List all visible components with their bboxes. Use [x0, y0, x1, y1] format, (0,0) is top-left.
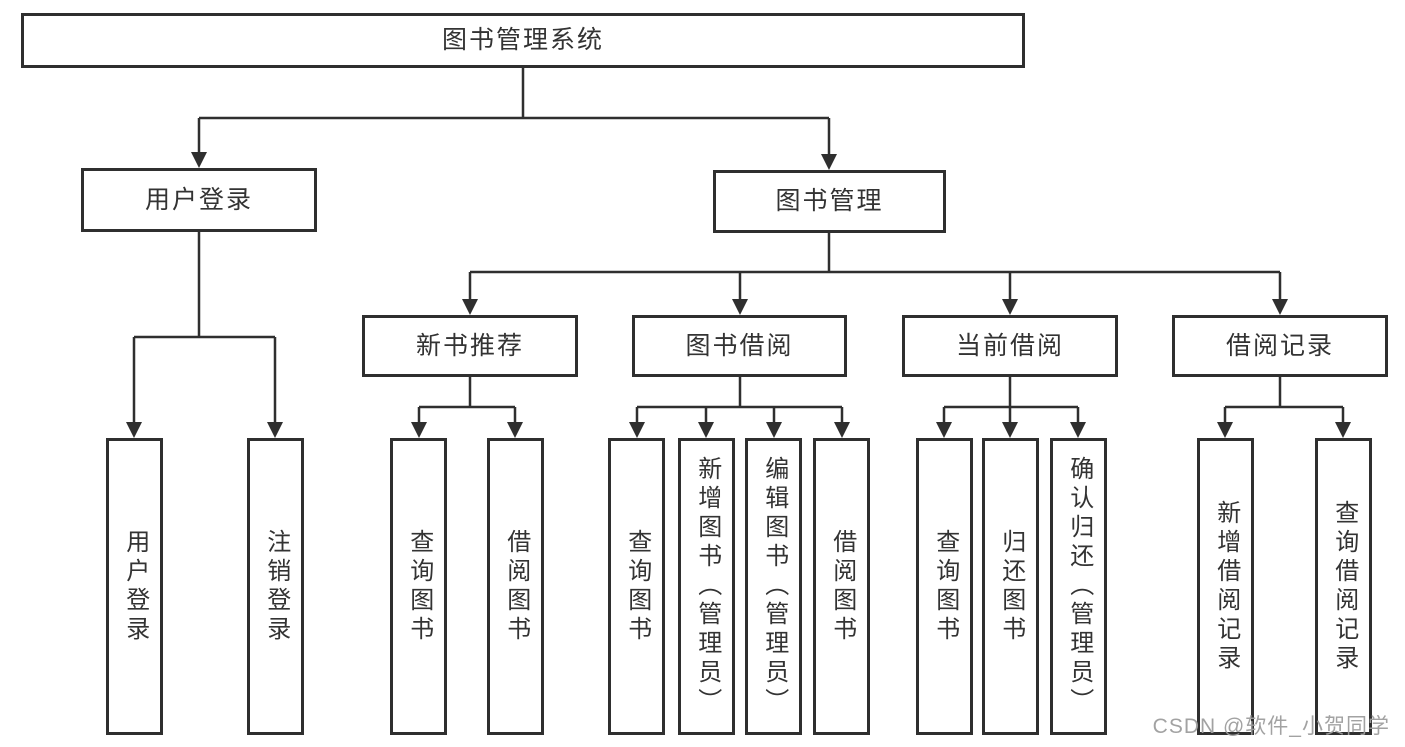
- leaf-newbook-query-books: 查询图书: [390, 438, 447, 735]
- node-label: 查询借阅记录: [1330, 499, 1358, 674]
- node-label: 图书借阅: [685, 331, 794, 360]
- node-label: 确认归还（管理员）: [1065, 456, 1093, 717]
- leaf-borrow-add-books-admin: 新增图书（管理员）: [678, 438, 735, 735]
- node-label: 图书管理: [775, 187, 884, 215]
- node-book-management-branch: 图书管理: [713, 170, 946, 233]
- leaf-current-confirm-return-admin: 确认归还（管理员）: [1050, 438, 1107, 735]
- leaf-records-query-borrow-record: 查询借阅记录: [1315, 438, 1372, 735]
- leaf-borrow-edit-books-admin: 编辑图书（管理员）: [745, 438, 802, 735]
- leaf-records-add-borrow-record: 新增借阅记录: [1197, 438, 1254, 735]
- node-label: 用户登录: [144, 185, 253, 214]
- leaf-current-query-books: 查询图书: [916, 438, 973, 735]
- node-label: 图书管理系统: [441, 26, 604, 54]
- leaf-borrow-borrow-books: 借阅图书: [813, 438, 870, 735]
- node-label: 借阅图书: [828, 528, 856, 645]
- node-borrowing-records: 借阅记录: [1172, 315, 1388, 377]
- node-label: 当前借阅: [955, 331, 1064, 360]
- node-label: 编辑图书（管理员）: [760, 456, 788, 717]
- node-label: 查询图书: [405, 528, 433, 645]
- node-label: 借阅图书: [502, 528, 530, 645]
- leaf-borrow-query-books: 查询图书: [608, 438, 665, 735]
- csdn-watermark: CSDN @软件_小贺同学: [1152, 715, 1390, 738]
- leaf-user-login: 用户登录: [106, 438, 163, 735]
- node-label: 新书推荐: [415, 331, 524, 360]
- node-user-login-branch: 用户登录: [81, 168, 317, 232]
- node-new-book-recommendation: 新书推荐: [362, 315, 578, 377]
- node-label: 查询图书: [623, 528, 651, 645]
- node-book-borrowing: 图书借阅: [632, 315, 847, 377]
- node-label: 新增借阅记录: [1212, 499, 1240, 674]
- node-root-system: 图书管理系统: [21, 13, 1025, 68]
- node-label: 注销登录: [262, 528, 290, 645]
- node-label: 借阅记录: [1225, 331, 1334, 360]
- leaf-current-return-books: 归还图书: [982, 438, 1039, 735]
- node-label: 归还图书: [997, 528, 1025, 645]
- node-current-borrowing: 当前借阅: [902, 315, 1118, 377]
- node-label: 用户登录: [121, 528, 149, 645]
- node-label: 新增图书（管理员）: [693, 456, 721, 717]
- node-label: 查询图书: [931, 528, 959, 645]
- leaf-newbook-borrow-books: 借阅图书: [487, 438, 544, 735]
- leaf-logout: 注销登录: [247, 438, 304, 735]
